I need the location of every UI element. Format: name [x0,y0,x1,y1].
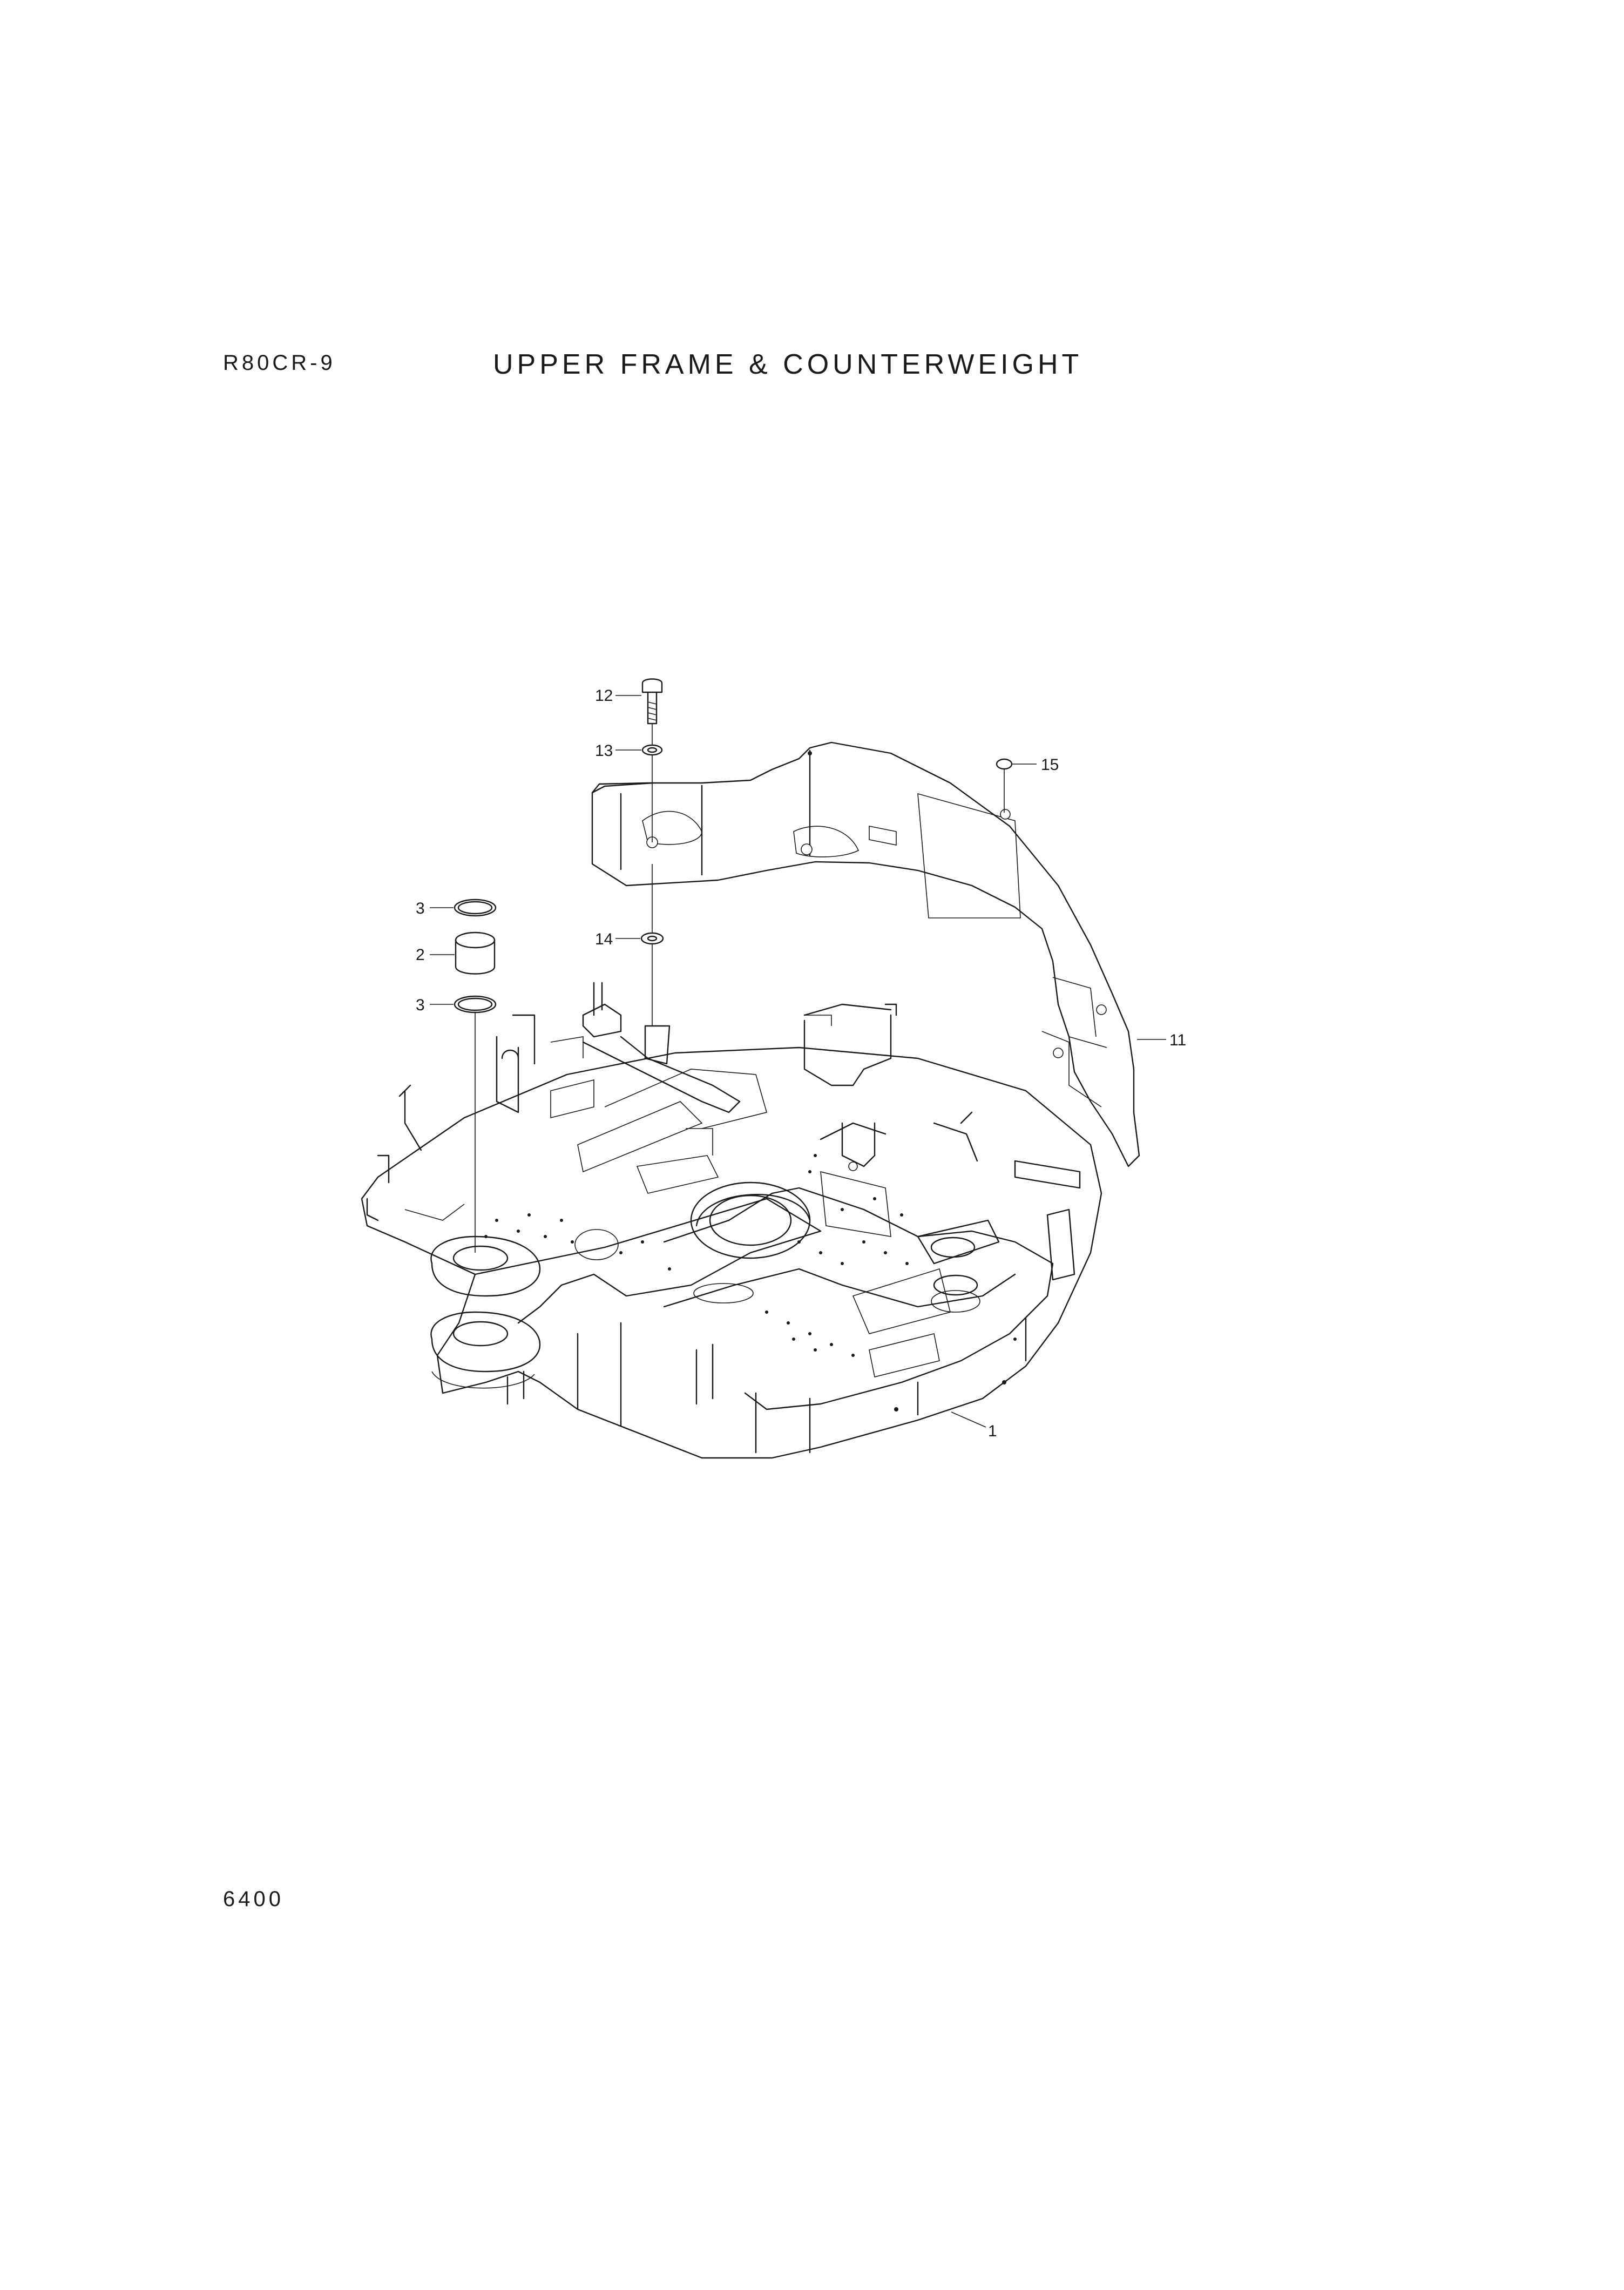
counterweight [591,741,1140,1167]
seal-ring-part-3-lower [454,995,497,1014]
svg-text:1: 1 [988,1422,997,1440]
page-number: 6400 [223,1887,284,1911]
svg-text:11: 11 [1169,1031,1186,1049]
svg-text:14: 14 [595,930,613,948]
model-code: R80CR-9 [223,351,336,375]
cap-part-15 [996,758,1013,770]
svg-text:13: 13 [595,742,613,760]
svg-text:15: 15 [1041,756,1059,774]
callout-13: 13 [595,742,641,760]
svg-text:2: 2 [416,946,425,964]
callout-12: 12 [595,687,641,705]
svg-text:3: 3 [416,900,425,917]
callout-1: 1 [951,1411,997,1440]
washer-part-13 [641,744,663,756]
page-title: UPPER FRAME & COUNTERWEIGHT [493,349,1083,380]
bushing-part-2 [455,931,496,975]
svg-text:3: 3 [416,996,425,1014]
bolt-part-12 [641,678,663,725]
callout-2: 2 [416,946,455,964]
callout-14: 14 [595,930,640,948]
seal-ring-part-3-upper [454,899,497,917]
callout-15: 15 [1012,756,1059,774]
svg-text:12: 12 [595,687,613,705]
exploded-view-axis-lines [475,724,1005,1253]
upper-frame [361,982,1102,1459]
washer-part-14 [640,932,664,945]
callout-11: 11 [1137,1031,1186,1049]
callout-3-lower: 3 [416,996,454,1014]
callout-3-upper: 3 [416,900,454,917]
